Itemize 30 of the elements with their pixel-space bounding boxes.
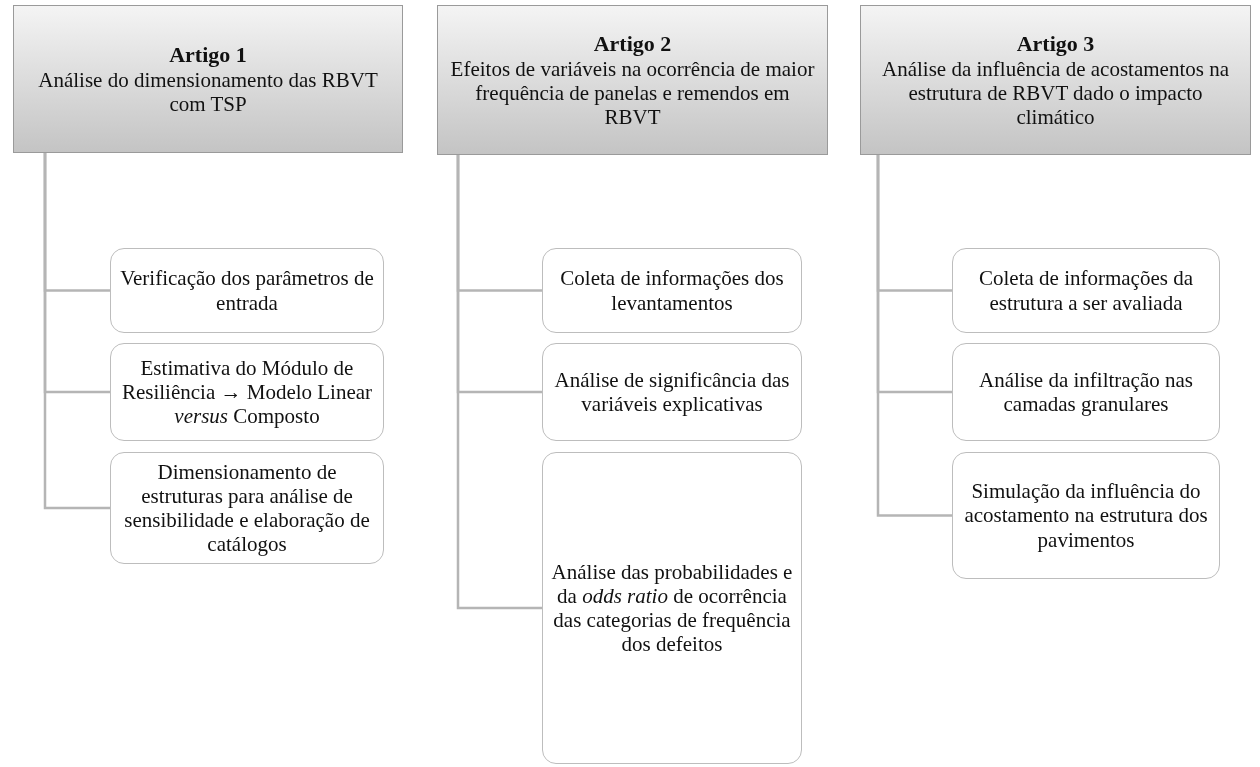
article-title: Artigo 2 [593,30,672,57]
step-box [952,248,1220,333]
step-text: Coleta de informações dos levantamentos [559,266,785,315]
step-box [110,248,384,333]
step-text: Simulação da influência do acostamento na estrutura dos pavimentos [963,479,1209,552]
step-text: Dimensionamento de estruturas para análise de sensibilidade e elaboração de catálogos [123,459,371,557]
step-text: Análise da infiltração nas camadas granulares [978,367,1194,417]
step-text: Efeitos de variáveis na ocorrência de maior frequência de panelas e remendos em RBVT [449,57,816,130]
step-text: Análise do dimensionamento das RBVT com TSP [37,68,379,117]
article-title: Artigo 3 [1016,30,1095,57]
article-header-box [860,5,1251,155]
article-header-box [437,5,828,155]
connector-line [876,155,952,517]
step-text: Verificação dos parâmetros de entrada [119,266,375,315]
article-header-box [13,5,403,153]
connector-line [456,155,542,610]
step-box [542,452,802,764]
connector-line [43,153,110,510]
step-box [952,452,1220,579]
step-box [110,343,384,441]
article-title: Artigo 1 [169,41,247,69]
step-box [542,343,802,441]
step-text: Estimativa do Módulo de Resiliência → Modelo Linear versus Composto [120,355,374,429]
step-text: Coleta de informações da estrutura a ser avaliada [978,266,1194,315]
step-box [542,248,802,333]
step-text: Análise das probabilidades e da odds ratio de ocorrência das categorias de frequência dos defeitos [551,559,793,657]
step-box [110,452,384,564]
step-text: Análise da influência de acostamentos na estrutura de RBVT dado o impacto climático [881,57,1230,130]
step-text: Análise de significância das variáveis explicativas [553,367,791,417]
step-box [952,343,1220,441]
